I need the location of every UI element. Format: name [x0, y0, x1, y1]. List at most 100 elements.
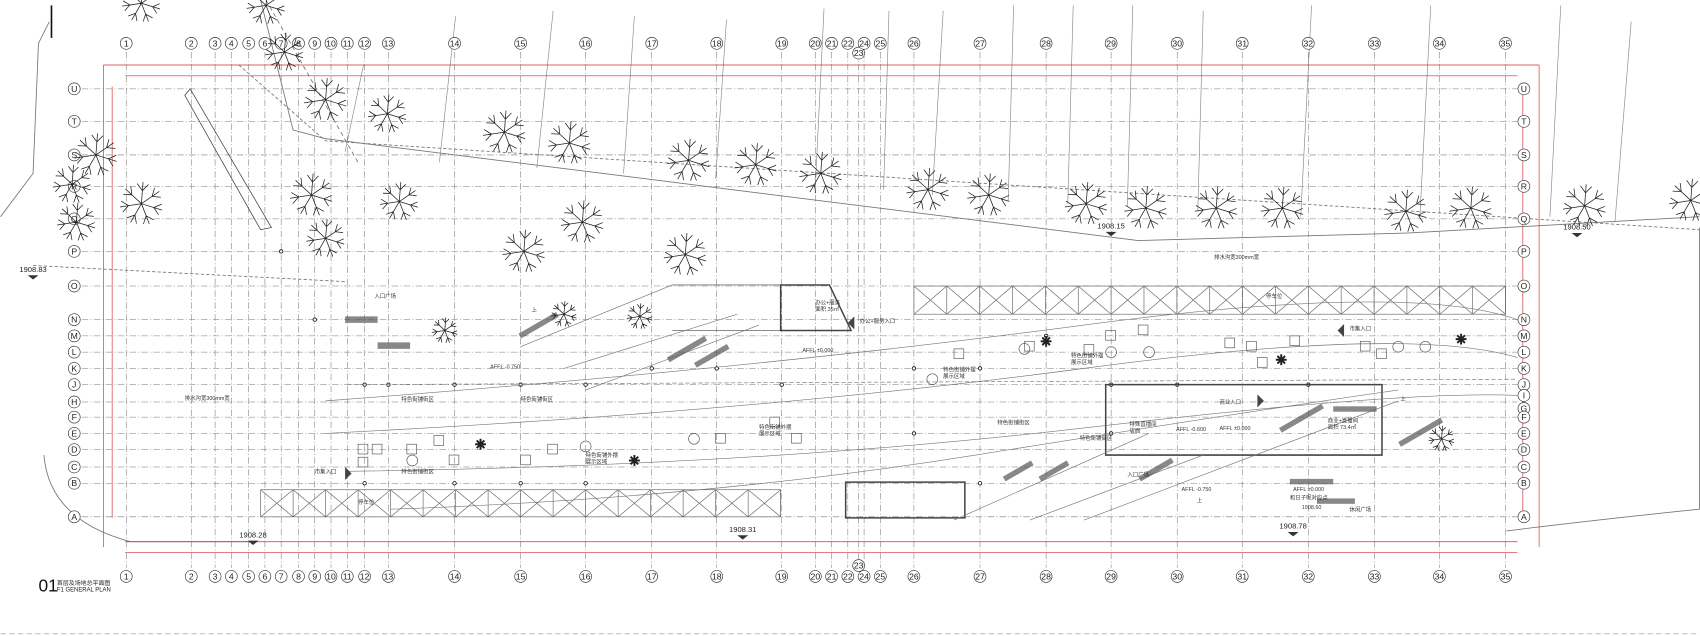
slope-line: [623, 16, 635, 174]
grid-label-column: 34: [1435, 38, 1445, 48]
grid-bubble: [67, 460, 81, 474]
label-shop-a: 特色街铺外摆: [1071, 352, 1104, 360]
grid-bubble: [775, 37, 789, 50]
grid-bubble: [809, 570, 822, 583]
grid-bubble: [973, 570, 987, 583]
label-shop-c2: 展示区域: [586, 458, 608, 466]
grid-bubble: [1517, 115, 1531, 128]
parking-stall: [1110, 285, 1145, 315]
grid-bubble: [645, 570, 659, 583]
grid-bubble: [825, 37, 838, 50]
grid-label-column: 32: [1303, 571, 1313, 581]
grid-label-column: 30: [1172, 571, 1182, 581]
grid-label-column: 21: [827, 571, 837, 581]
seating-block: [357, 443, 369, 455]
tree-icon: [57, 202, 96, 241]
grid-bubble: [67, 427, 81, 440]
grid-label-column: 3: [213, 38, 218, 48]
parking-stall: [979, 285, 1013, 315]
grid-label-column: 14: [450, 571, 460, 581]
slope-line: [1614, 21, 1632, 223]
parking-stall: [325, 489, 359, 518]
site-boundary: [0, 0, 1700, 543]
drawing-title: 01 首层及场地总平面图 F1 GENERAL PLAN: [38, 576, 110, 596]
parking-stall: [913, 285, 948, 315]
elevation-value: 1908.60: [1302, 505, 1322, 511]
grid-bubble: [340, 37, 354, 50]
seating-block: [357, 456, 369, 468]
label-kiosk2: 店面: [1130, 426, 1141, 434]
grid-bubble: [208, 570, 222, 583]
grid-bubble: [1517, 245, 1531, 258]
grid-label-column: 12: [360, 38, 370, 48]
drawing-number: 01: [38, 576, 57, 596]
grid-label-row: O: [71, 281, 78, 291]
seating-block: [1257, 357, 1268, 368]
grid-bubble: [1517, 148, 1531, 162]
slope-line: [536, 10, 554, 168]
grid-label-column: 15: [516, 38, 526, 48]
planter-hatch: [693, 344, 730, 368]
grid-bubble: [874, 37, 887, 50]
label-shop-area2: 面积 73.4㎡: [1328, 423, 1357, 431]
grid-label-column: 33: [1370, 571, 1380, 581]
grid-bubble: [1039, 570, 1053, 583]
label-shop-b: 特色街铺外摆: [943, 366, 976, 374]
seating-block: [715, 433, 726, 444]
grid-bubble: [825, 570, 838, 583]
tree-icon: [551, 301, 577, 327]
grid-label-row: N: [71, 315, 77, 325]
column-marker: [312, 317, 317, 322]
grid-label-column: 11: [343, 38, 352, 48]
grid-bubble: [1104, 570, 1118, 583]
grid-bubble: [1517, 427, 1531, 440]
tree-icon: [1428, 425, 1455, 452]
round-table: [579, 440, 592, 453]
tree-icon: [663, 233, 707, 276]
grid-bubble: [274, 570, 288, 583]
label-street-4: 特色街铺街区: [997, 419, 1030, 427]
tree-icon: [547, 121, 591, 164]
drawing-title-en: F1 GENERAL PLAN: [57, 588, 111, 594]
grid-label-column: 9: [312, 38, 317, 48]
seating-block: [769, 416, 780, 428]
grid-label-row: F: [1521, 412, 1526, 422]
grid-bubble: [1517, 313, 1531, 326]
label-shop-a2: 展示区域: [1071, 358, 1093, 366]
grid-label-row: L: [72, 347, 77, 357]
round-table: [1018, 343, 1031, 355]
label-drainage-2: 排水沟宽300mm宽: [1214, 253, 1260, 261]
planter-hatch: [377, 342, 411, 349]
shrub-icon: [628, 455, 640, 466]
tree-icon: [431, 317, 458, 343]
entrance-arrow-icon: [1337, 323, 1345, 337]
column-marker: [452, 382, 457, 387]
tree-icon: [290, 173, 333, 216]
grid-bubble: [1517, 345, 1531, 359]
slope-line: [1007, 5, 1014, 201]
tree-icon: [906, 168, 949, 211]
walkway-curves: [325, 284, 1518, 521]
label-entry-mid: 商业入口: [1219, 398, 1241, 406]
round-table: [1419, 340, 1432, 353]
grid-label-row: C: [71, 462, 77, 472]
label-street-3: 特色街铺街区: [1080, 434, 1113, 442]
planter-hatch: [1316, 498, 1355, 504]
grid-bubble: [184, 570, 198, 583]
entrance-arrow-icon: [847, 316, 855, 330]
grid-bubble: [1302, 570, 1315, 583]
tree-icon: [502, 229, 545, 272]
tree-icon: [1563, 184, 1606, 227]
tree-icon: [379, 182, 419, 220]
label-shop-d: 特色街铺外摆: [759, 423, 792, 431]
grid-bubble: [645, 37, 659, 50]
grid-bubble: [324, 37, 338, 50]
label-level-5: AFFL -0.600: [1176, 427, 1206, 433]
grid-label-column: 25: [876, 571, 886, 581]
label-entry-point: 和日子呢对应点: [1290, 493, 1328, 501]
seating-block: [371, 443, 383, 455]
grid-label-row: J: [72, 380, 76, 390]
round-table: [1143, 346, 1155, 358]
grid-bubble: [514, 570, 527, 583]
grid-bubble: [1517, 510, 1531, 524]
